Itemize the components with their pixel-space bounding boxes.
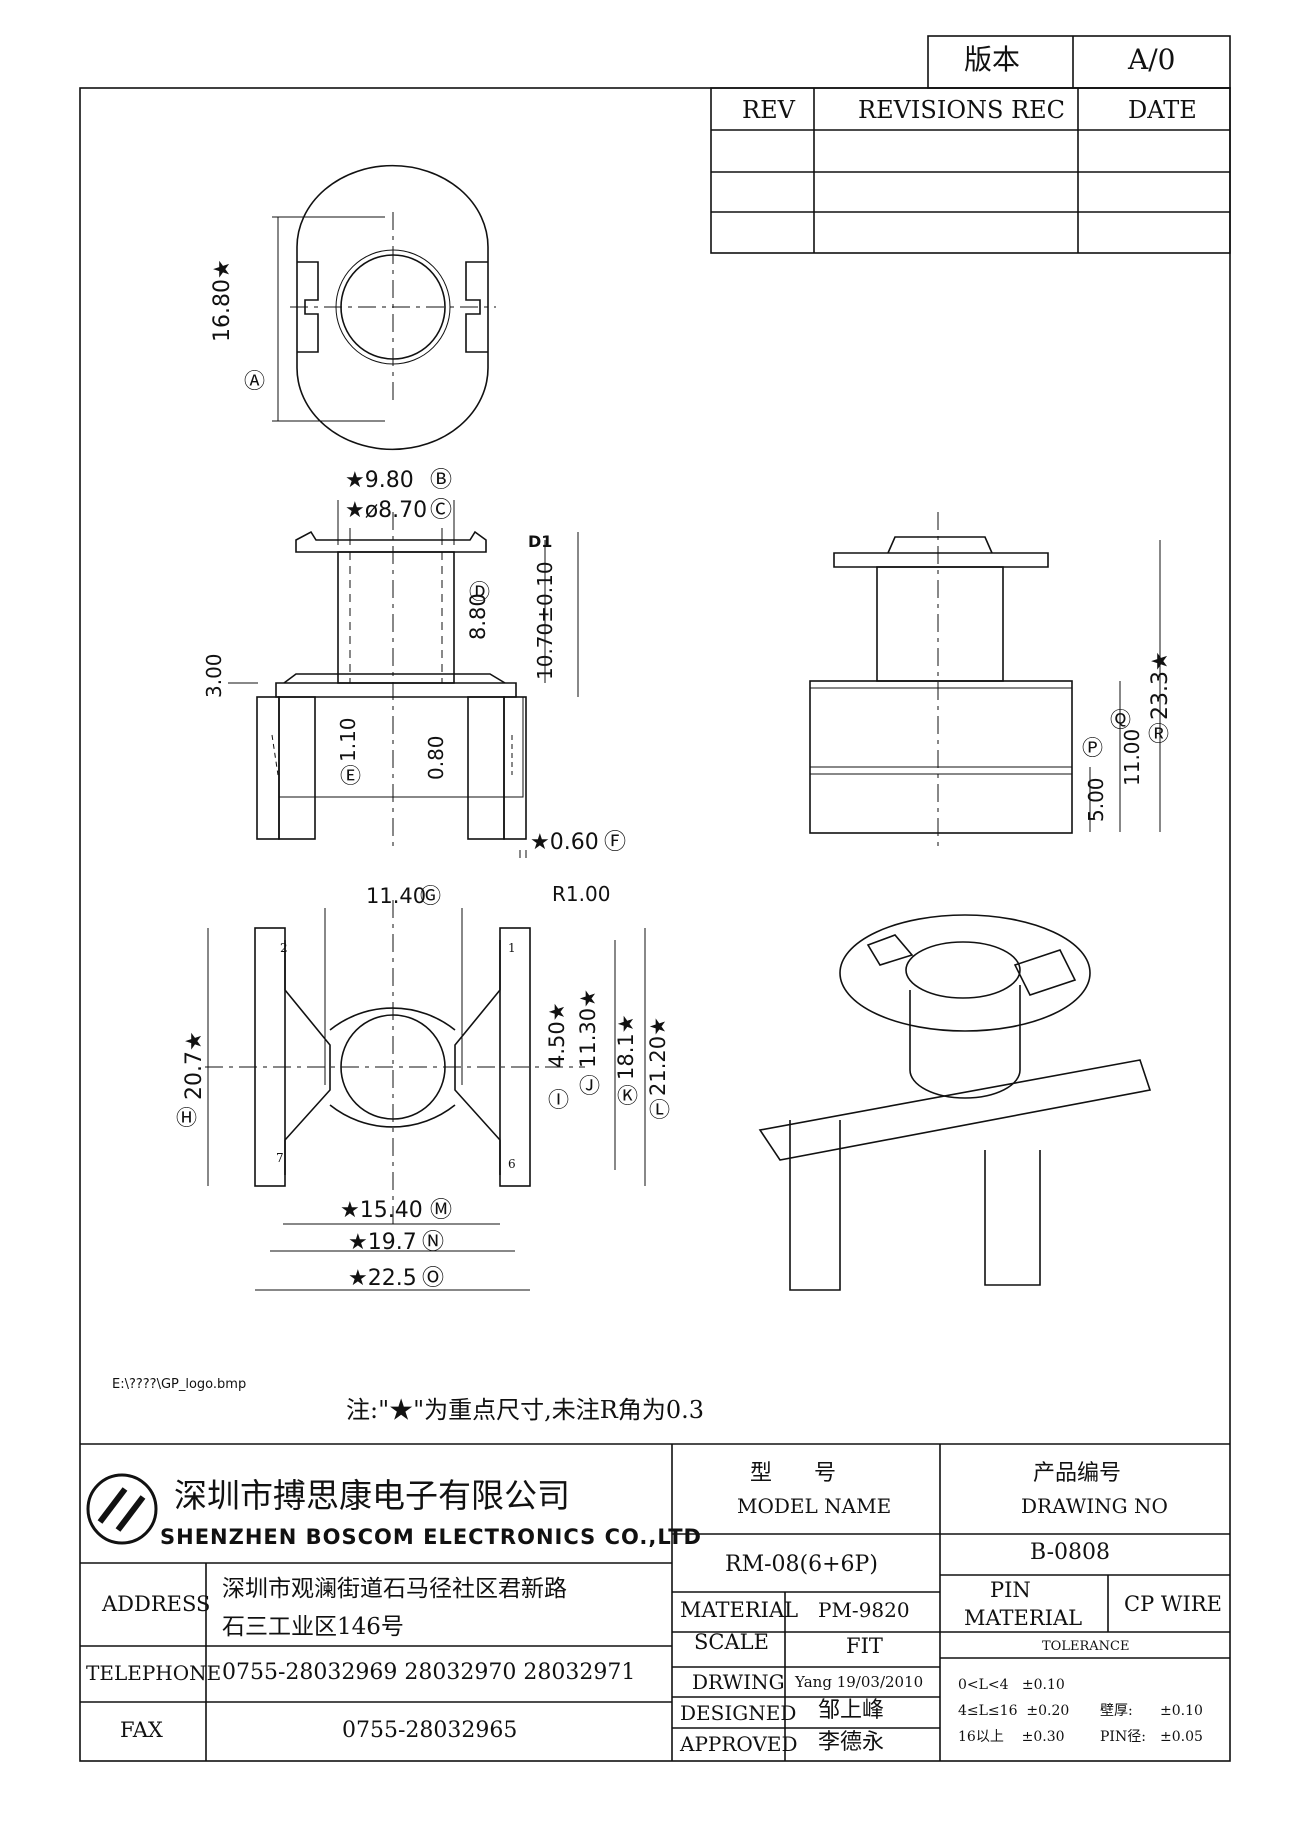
- dim-j-tag: Ⓙ: [579, 1074, 600, 1098]
- version-value: A/0: [1128, 43, 1176, 76]
- address-label: ADDRESS: [102, 1592, 211, 1616]
- address-line-2: 石三工业区146号: [222, 1614, 404, 1640]
- dim-o-value: ★22.5: [348, 1266, 417, 1291]
- pin-2-label: 2: [280, 941, 288, 955]
- dim-c-tag: Ⓒ: [430, 498, 453, 523]
- drawing-note: 注:"★"为重点尺寸,未注R角为0.3: [346, 1396, 705, 1424]
- dim-l-value: 21.20★: [646, 1017, 670, 1096]
- dim-d-tag: Ⓓ: [469, 580, 490, 604]
- dim-b-tag: Ⓑ: [430, 468, 453, 493]
- dim-r-tag: Ⓡ: [1148, 722, 1169, 746]
- company-name-cn: 深圳市搏思康电子有限公司: [174, 1476, 570, 1515]
- dim-0-80-value: 0.80: [424, 735, 448, 780]
- dim-l-tag: Ⓛ: [649, 1098, 670, 1122]
- revision-table: [710, 87, 1231, 254]
- dim-g-value: 11.40: [366, 884, 427, 908]
- logo-file-path: E:\????\GP_logo.bmp: [112, 1377, 247, 1392]
- top-view: [272, 164, 496, 451]
- dim-a-value: 16.80★: [210, 259, 235, 342]
- drawing-no-en: DRAWING NO: [1021, 1494, 1168, 1518]
- telephone-label: TELEPHONE: [86, 1661, 222, 1685]
- front-view: [228, 500, 579, 858]
- wall-thickness-label: 壁厚:: [1100, 1703, 1133, 1719]
- tolerance-label: TOLERANCE: [1042, 1639, 1130, 1654]
- tolerance-row-2: 4≤L≤16 ±0.20: [958, 1703, 1070, 1719]
- drawing-no-value: B-0808: [1030, 1540, 1110, 1565]
- dim-k-value: 18.1★: [614, 1014, 638, 1080]
- dim-e-value: 1.10: [336, 717, 360, 762]
- tolerance-row-1: 0<L<4 ±0.10: [958, 1677, 1065, 1693]
- dim-n-tag: Ⓝ: [422, 1230, 445, 1255]
- material-value: PM-9820: [818, 1598, 910, 1622]
- dim-f-value: ★0.60: [530, 830, 599, 855]
- dim-d1-tag: D1: [528, 532, 553, 551]
- dim-h-tag: Ⓗ: [176, 1106, 197, 1130]
- dim-10-70-value: 10.70±0.10: [533, 561, 557, 680]
- pin-material-label-1: PIN: [990, 1578, 1031, 1602]
- date-header: DATE: [1128, 96, 1197, 124]
- address-line-1: 深圳市观澜街道石马径社区君新路: [222, 1576, 567, 1602]
- model-name-cn: 型 号: [750, 1461, 836, 1486]
- dim-r1-00-value: R1.00: [552, 882, 611, 906]
- model-name-value: RM-08(6+6P): [725, 1552, 878, 1577]
- pin-7-label: 7: [276, 1151, 284, 1165]
- designed-by: 邹上峰: [818, 1698, 885, 1723]
- designed-label: DESIGNED: [680, 1701, 797, 1725]
- pin-material-label-2: MATERIAL: [964, 1606, 1083, 1630]
- dim-p-tag: Ⓟ: [1082, 736, 1103, 760]
- pin-1-label: 1: [508, 941, 516, 955]
- dim-i-tag: Ⓘ: [548, 1088, 569, 1112]
- dim-3-00-value: 3.00: [202, 653, 226, 698]
- dim-h-value: 20.7★: [182, 1031, 207, 1100]
- company-logo: [86, 1473, 158, 1545]
- telephone-value: 0755-28032969 28032970 28032971: [222, 1660, 636, 1685]
- pin-material-value: CP WIRE: [1124, 1592, 1222, 1616]
- model-name-en: MODEL NAME: [737, 1494, 892, 1518]
- dim-f-tag: Ⓕ: [604, 830, 627, 855]
- dim-j-value: 11.30★: [576, 989, 600, 1068]
- dim-g-tag: Ⓖ: [420, 884, 441, 908]
- dim-r-value: 23.3★: [1148, 651, 1173, 720]
- dim-11-00-value: 11.00: [1120, 728, 1144, 786]
- tolerance-row-3: 16以上 ±0.30: [958, 1729, 1065, 1745]
- company-name-en: SHENZHEN BOSCOM ELECTRONICS CO.,LTD: [160, 1525, 702, 1549]
- scale-label: SCALE: [694, 1630, 769, 1654]
- scale-value: FIT: [846, 1634, 883, 1658]
- approved-by: 李德永: [818, 1730, 885, 1755]
- dim-a-tag: Ⓐ: [244, 369, 265, 393]
- wall-thickness-value: ±0.10: [1160, 1703, 1203, 1719]
- dim-n-value: ★19.7: [348, 1230, 417, 1255]
- fax-value: 0755-28032965: [342, 1718, 518, 1743]
- dim-i-value: 4.50★: [545, 1002, 569, 1068]
- dim-m-tag: Ⓜ: [430, 1198, 453, 1223]
- rev-header: REV: [742, 96, 795, 124]
- dim-q-tag: Ⓠ: [1110, 708, 1131, 732]
- fax-label: FAX: [120, 1718, 163, 1742]
- pin-6-label: 6: [508, 1157, 516, 1171]
- version-label: 版本: [964, 43, 1021, 76]
- dim-5-00-value: 5.00: [1084, 777, 1108, 822]
- drawing-no-cn: 产品编号: [1033, 1461, 1122, 1486]
- drawing-by: Yang 19/03/2010: [795, 1673, 924, 1691]
- revisions-rec-header: REVISIONS REC: [858, 96, 1066, 124]
- bottom-view: [205, 900, 646, 1291]
- dim-e-tag: Ⓔ: [340, 764, 361, 788]
- material-label: MATERIAL: [680, 1598, 799, 1622]
- dim-k-tag: Ⓚ: [617, 1084, 638, 1108]
- dim-o-tag: Ⓞ: [422, 1266, 445, 1291]
- isometric-view: [758, 914, 1152, 1291]
- dim-m-value: ★15.40: [340, 1198, 423, 1223]
- drawing-label: DRWING: [692, 1670, 785, 1694]
- approved-label: APPROVED: [680, 1732, 798, 1756]
- side-view: [809, 512, 1161, 850]
- pin-diameter-label: PIN径:: [1100, 1729, 1146, 1745]
- dim-c-value: ★ø8.70: [345, 498, 428, 523]
- dim-b-value: ★9.80: [345, 468, 414, 493]
- pin-diameter-value: ±0.05: [1160, 1729, 1203, 1745]
- outer-frame: [79, 87, 1231, 1762]
- title-block: [80, 1443, 1230, 1761]
